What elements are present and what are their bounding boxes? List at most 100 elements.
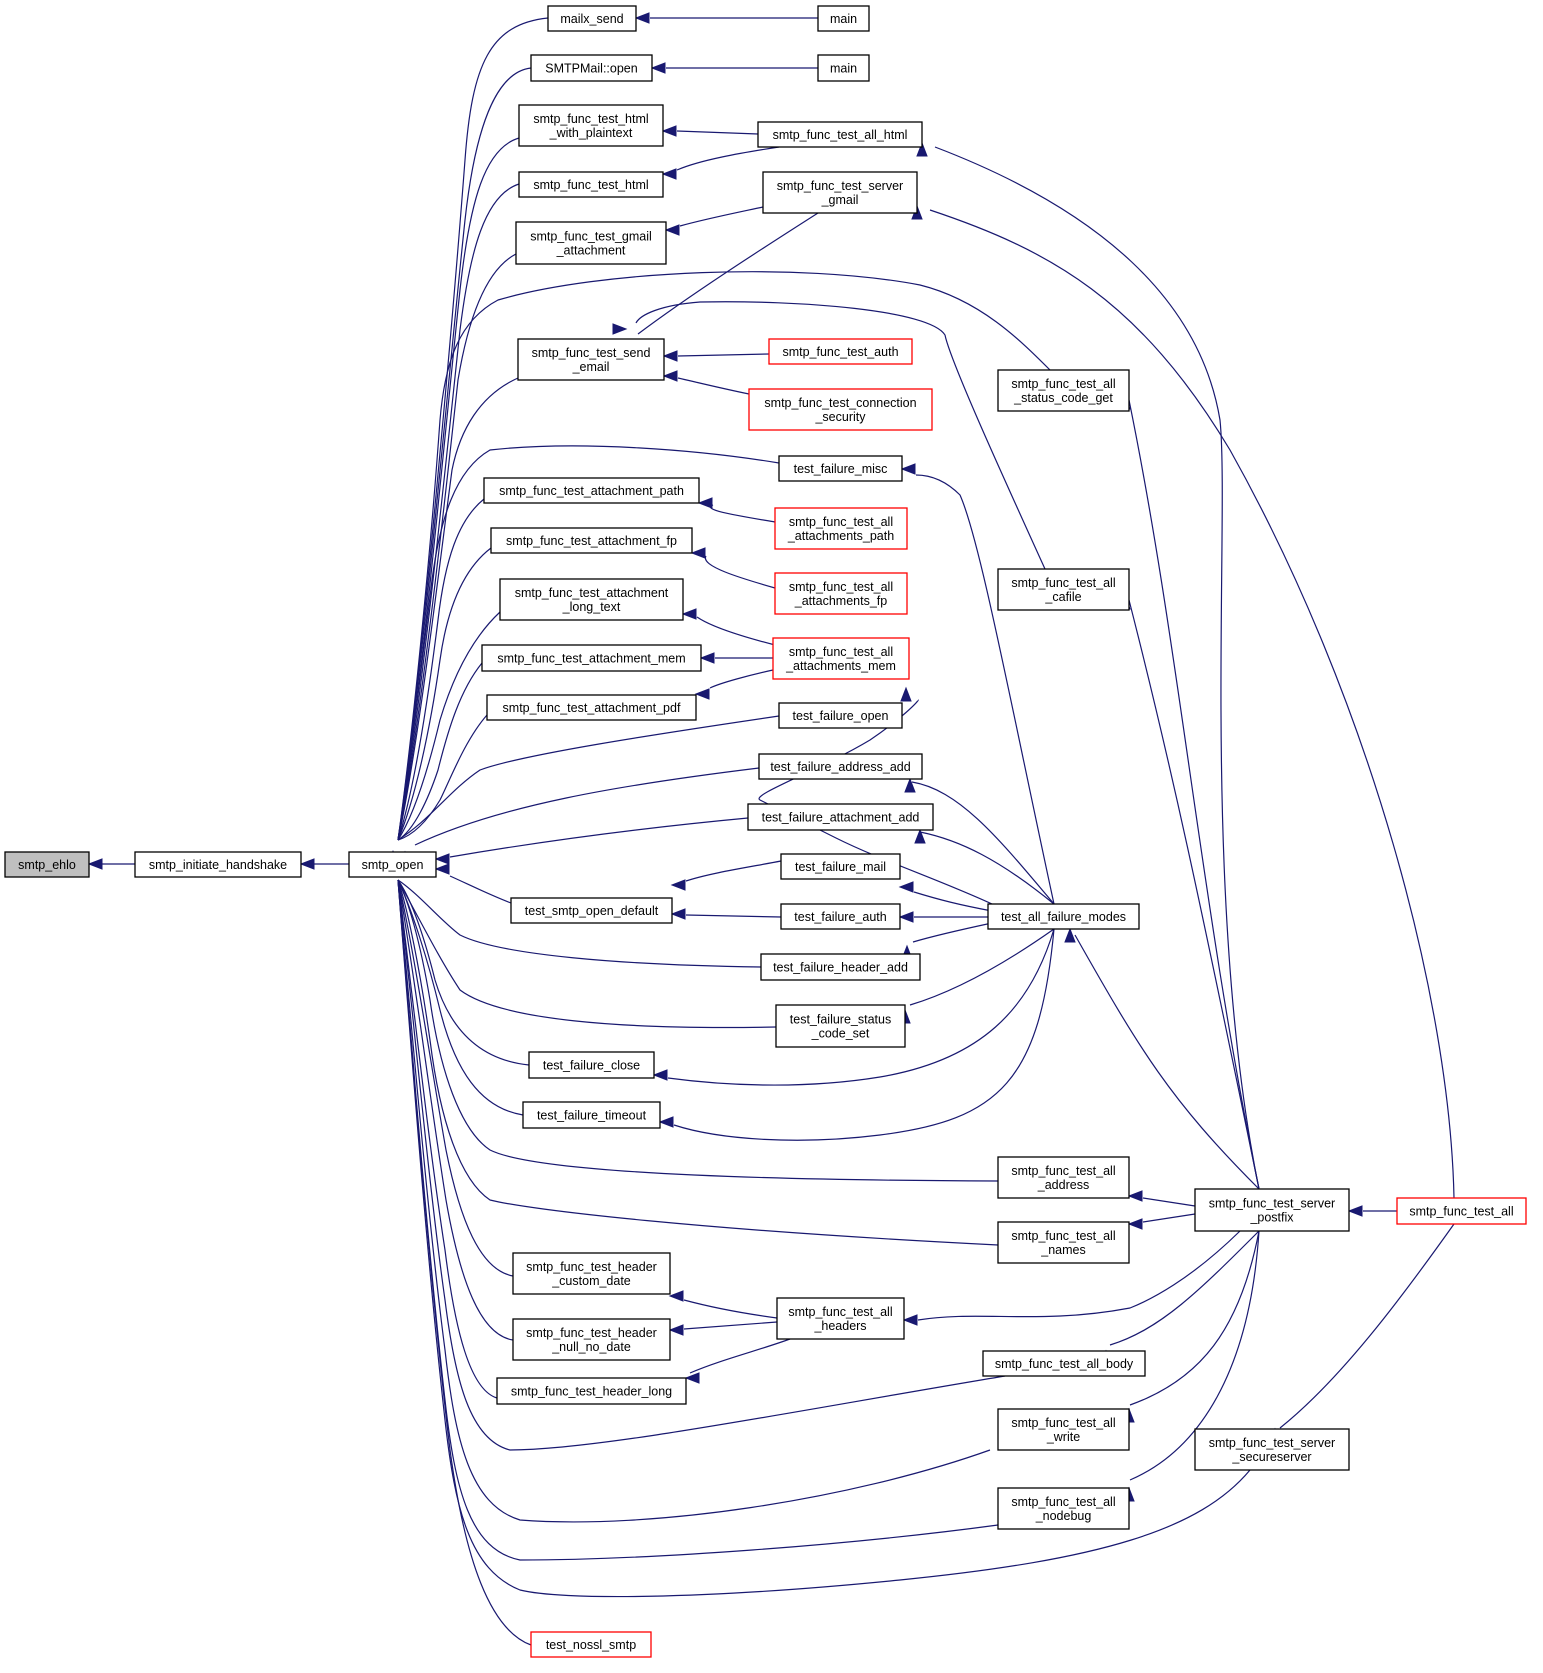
- graph-node-all-attach-fp[interactable]: smtp_func_test_all_attachments_fp: [774, 572, 908, 615]
- edge-line: [676, 146, 780, 171]
- graph-node-conn-sec[interactable]: smtp_func_test_connection_security: [748, 388, 933, 431]
- graph-node-all-failure[interactable]: test_all_failure_modes: [987, 903, 1140, 930]
- call-edge: [668, 1321, 778, 1336]
- edge-line: [1128, 599, 1260, 1190]
- graph-node-hdr-custom[interactable]: smtp_func_test_header_custom_date: [512, 1252, 671, 1295]
- graph-node-hdr-null[interactable]: smtp_func_test_header_null_no_date: [512, 1318, 671, 1361]
- edge-line: [414, 767, 760, 846]
- graph-node-server-secure[interactable]: smtp_func_test_server_secureserver: [1194, 1428, 1350, 1471]
- edge-line: [397, 879, 999, 1246]
- graph-node-send-email[interactable]: smtp_func_test_send_email: [517, 338, 665, 381]
- graph-node-all-html[interactable]: smtp_func_test_all_html: [757, 121, 923, 148]
- edge-line: [934, 146, 1260, 1190]
- edge-line: [911, 781, 1055, 905]
- graph-node-attach-long[interactable]: smtp_func_test_attachment_long_text: [499, 578, 684, 621]
- graph-node-cafile[interactable]: smtp_func_test_all_cafile: [997, 568, 1130, 611]
- graph-node-all-attach-path[interactable]: smtp_func_test_all_attachments_path: [774, 507, 908, 550]
- node-box: [348, 851, 437, 878]
- graph-node-fail-close[interactable]: test_failure_close: [528, 1051, 655, 1079]
- edge-line: [909, 928, 1055, 1006]
- graph-node-attach-path[interactable]: smtp_func_test_attachment_path: [483, 477, 700, 504]
- node-box: [518, 104, 664, 147]
- call-edge: [1119, 594, 1260, 1190]
- graph-node-attach-mem[interactable]: smtp_func_test_attachment_mem: [481, 644, 702, 672]
- call-edge: [697, 497, 776, 523]
- node-label: smtp_func_test_all: [788, 1305, 892, 1319]
- graph-node-all-headers[interactable]: smtp_func_test_all_headers: [776, 1297, 905, 1340]
- node-label: _headers: [813, 1319, 866, 1333]
- graph-node-fail-misc[interactable]: test_failure_misc: [778, 455, 903, 482]
- graph-node-server-gmail[interactable]: smtp_func_test_server_gmail: [762, 171, 918, 214]
- edge-line: [1129, 1230, 1260, 1406]
- node-box: [768, 338, 913, 365]
- edge-line: [397, 445, 780, 841]
- node-label: smtp_func_test_html: [533, 178, 648, 192]
- node-label: smtp_func_test_header: [526, 1260, 657, 1274]
- arrowhead-icon: [434, 863, 450, 875]
- edge-line: [397, 253, 517, 841]
- call-edge: [387, 861, 514, 1277]
- arrowhead-icon: [668, 1290, 684, 1302]
- graph-node-smtp-ehlo[interactable]: smtp_ehlo: [4, 851, 90, 878]
- arrowhead-icon: [900, 686, 912, 702]
- graph-node-hdr-long[interactable]: smtp_func_test_header_long: [496, 1377, 687, 1405]
- node-label: SMTPMail::open: [545, 62, 637, 76]
- arrowhead-icon: [904, 777, 916, 793]
- call-edge: [758, 686, 993, 905]
- node-label: smtp_func_test_all: [1011, 1229, 1115, 1243]
- graph-node-fail-addr[interactable]: test_failure_address_add: [758, 753, 923, 780]
- graph-node-main2[interactable]: main: [817, 54, 870, 82]
- graph-node-main1[interactable]: main: [817, 5, 870, 32]
- graph-node-all-names[interactable]: smtp_func_test_all_names: [997, 1221, 1130, 1264]
- node-box: [748, 388, 933, 431]
- graph-node-nossl[interactable]: test_nossl_smtp: [530, 1631, 652, 1658]
- node-label: smtp_func_test_all: [789, 515, 893, 529]
- graph-node-fail-attach[interactable]: test_failure_attachment_add: [747, 803, 934, 831]
- graph-node-status-get[interactable]: smtp_func_test_all_status_code_get: [997, 369, 1130, 412]
- graph-node-smtpmail-open[interactable]: SMTPMail::open: [530, 54, 653, 82]
- graph-node-server-postfix[interactable]: smtp_func_test_server_postfix: [1194, 1188, 1350, 1232]
- graph-node-all-nodebug[interactable]: smtp_func_test_all_nodebug: [997, 1487, 1130, 1530]
- edge-line: [397, 879, 1251, 1598]
- graph-node-fail-auth[interactable]: test_failure_auth: [780, 903, 901, 930]
- graph-node-all-attach-mem[interactable]: smtp_func_test_all_attachments_mem: [772, 637, 910, 680]
- arrowhead-icon: [299, 858, 315, 870]
- graph-node-fail-mail[interactable]: test_failure_mail: [780, 853, 901, 880]
- call-edge: [904, 777, 1055, 905]
- nodes-layer: smtp_ehlo smtp_initiate_handshake smtp_ope…: [4, 5, 1527, 1658]
- node-box: [997, 369, 1130, 412]
- call-edge: [634, 12, 818, 24]
- graph-node-test-html[interactable]: smtp_func_test_html: [518, 171, 664, 198]
- call-edge: [662, 350, 770, 362]
- node-label: test_failure_auth: [794, 910, 886, 924]
- edge-line: [1142, 1197, 1196, 1207]
- call-edge: [1127, 1190, 1196, 1207]
- graph-node-fail-header[interactable]: test_failure_header_add: [760, 953, 921, 981]
- call-edge: [387, 714, 488, 866]
- graph-node-html-plain[interactable]: smtp_func_test_html_with_plaintext: [518, 104, 664, 147]
- graph-node-all-body[interactable]: smtp_func_test_all_body: [982, 1350, 1146, 1377]
- node-label: test_failure_mail: [795, 860, 886, 874]
- graph-node-all-address[interactable]: smtp_func_test_all_address: [997, 1156, 1130, 1199]
- graph-node-fail-open[interactable]: test_failure_open: [778, 702, 903, 729]
- graph-node-test-all[interactable]: smtp_func_test_all: [1396, 1197, 1527, 1225]
- node-label: test_nossl_smtp: [546, 1638, 636, 1652]
- graph-node-smtp-open[interactable]: smtp_open: [348, 851, 437, 878]
- graph-node-attach-fp[interactable]: smtp_func_test_attachment_fp: [490, 527, 693, 554]
- graph-node-gmail-attach[interactable]: smtp_func_test_gmail_attachment: [515, 221, 667, 265]
- graph-node-fail-status[interactable]: test_failure_status_code_set: [775, 1004, 906, 1048]
- node-label: test_failure_address_add: [770, 760, 910, 774]
- edge-line: [689, 1338, 791, 1374]
- node-box: [522, 1101, 661, 1129]
- graph-node-test-auth[interactable]: smtp_func_test_auth: [768, 338, 913, 365]
- graph-node-smtp-initiate-handshake[interactable]: smtp_initiate_handshake: [134, 851, 302, 878]
- arrowhead-icon: [898, 911, 914, 923]
- graph-node-fail-timeout[interactable]: test_failure_timeout: [522, 1101, 661, 1129]
- graph-node-all-write[interactable]: smtp_func_test_all_write: [997, 1408, 1130, 1451]
- graph-node-open-default[interactable]: test_smtp_open_default: [510, 897, 673, 924]
- graph-node-attach-pdf[interactable]: smtp_func_test_attachment_pdf: [486, 694, 697, 721]
- graph-node-mailx-send[interactable]: mailx_send: [547, 5, 637, 32]
- node-box: [1396, 1197, 1527, 1225]
- node-box: [762, 171, 918, 214]
